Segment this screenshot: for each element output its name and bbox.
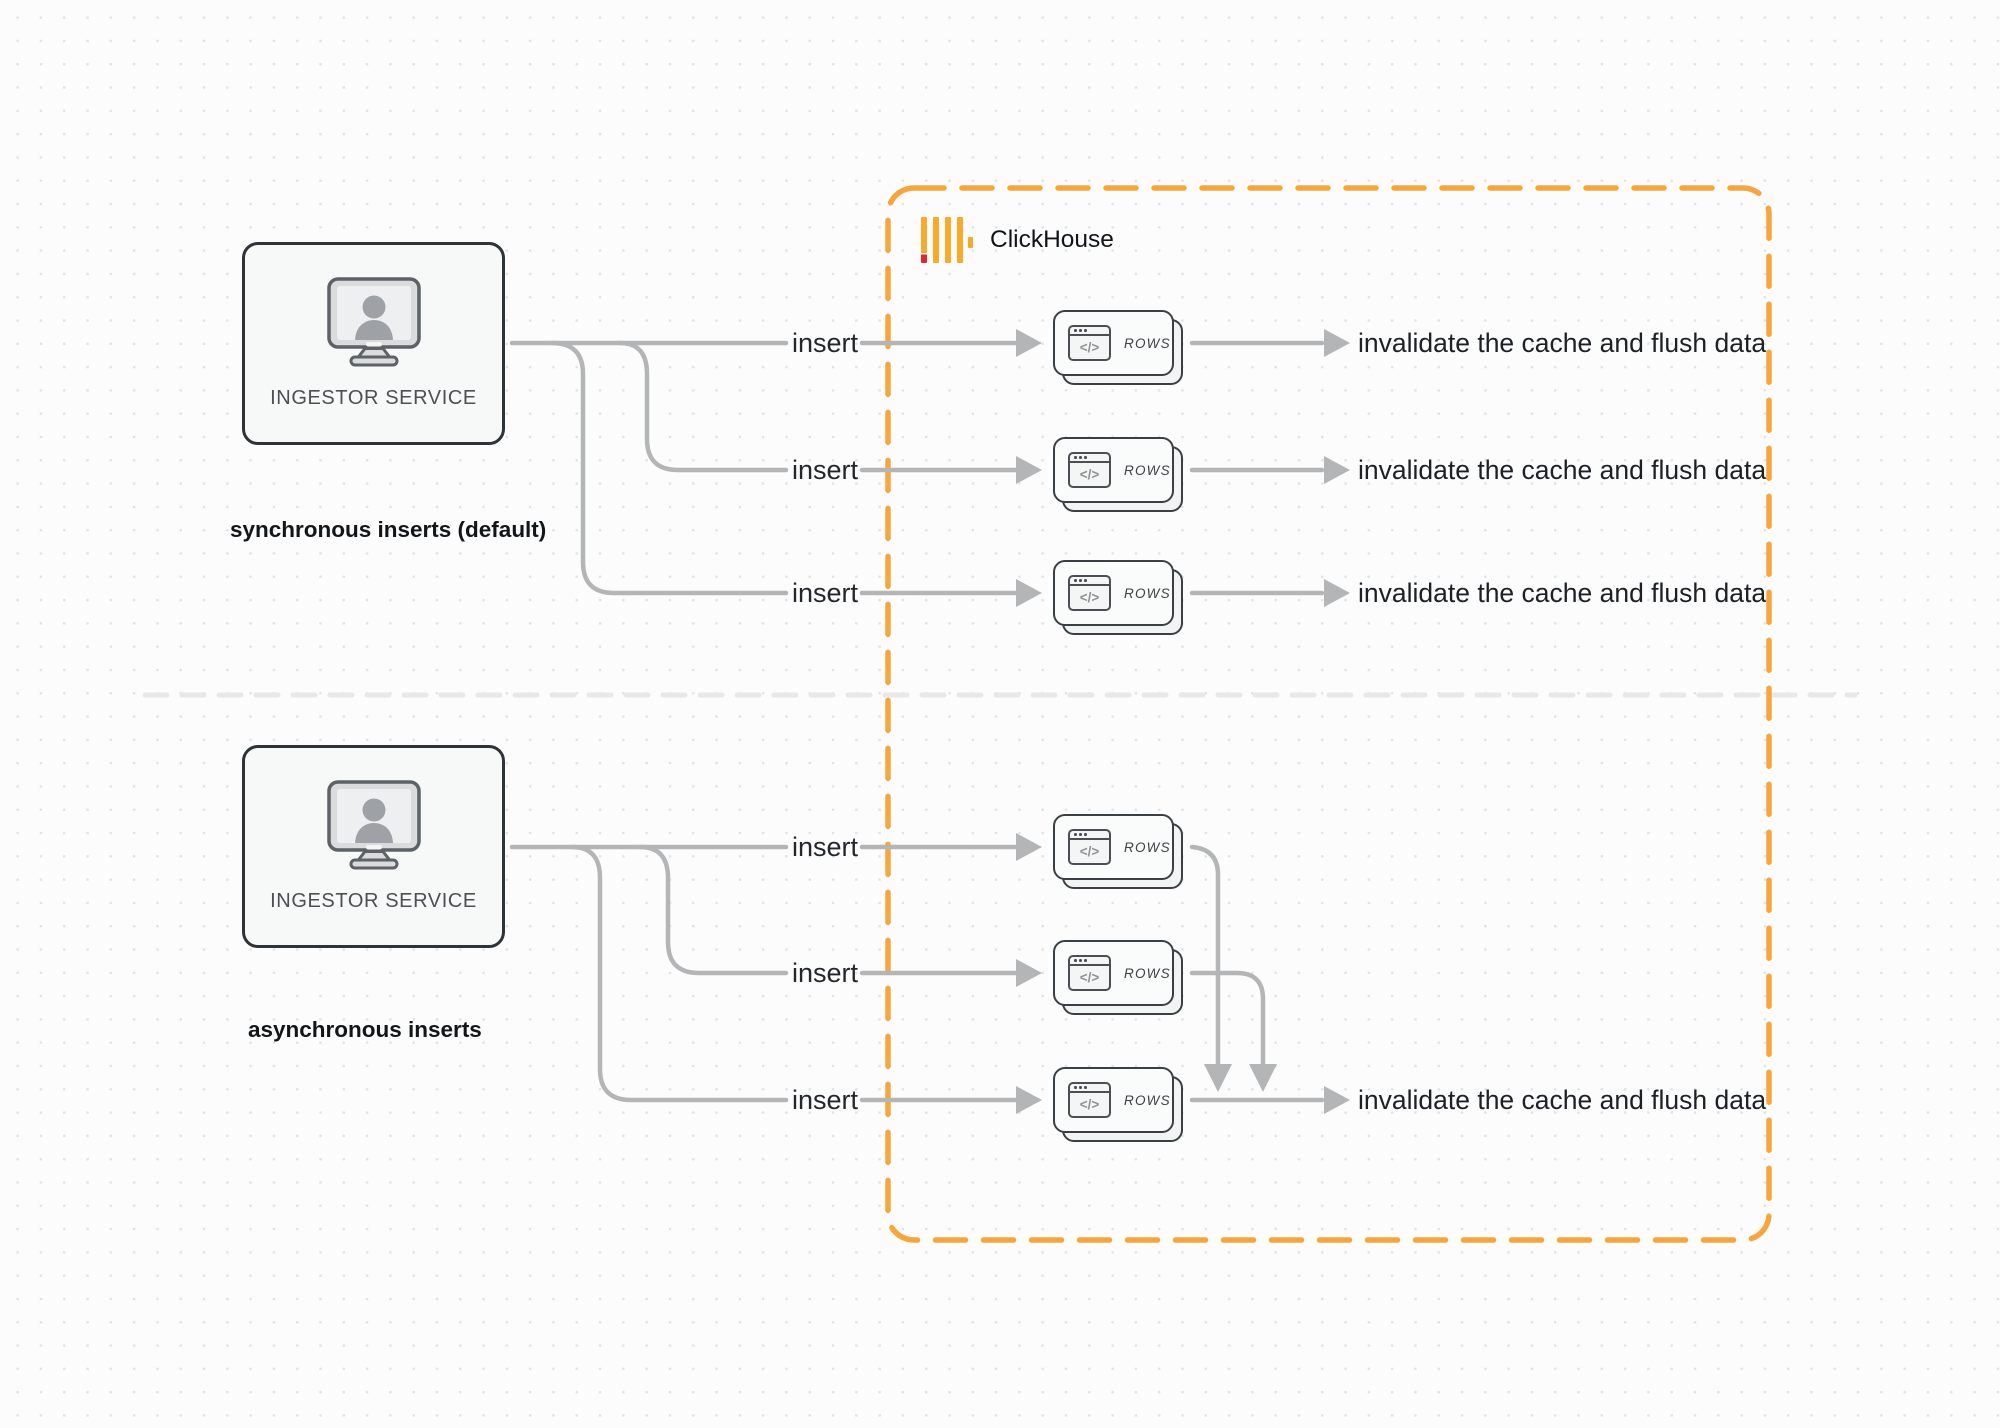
rows-card-label: ROWS	[1124, 839, 1171, 855]
code-glyph: </>	[1079, 970, 1100, 985]
insert-edge-label: insert	[791, 1085, 859, 1115]
arrowhead	[1016, 579, 1042, 607]
code-window-icon: </>	[1068, 829, 1111, 865]
connectors	[509, 340, 1325, 1103]
window-titlebar	[1070, 831, 1109, 840]
outcome-label: invalidate the cache and flush data	[1358, 1085, 1767, 1115]
clickhouse-boundary	[885, 185, 1772, 1243]
rows-card-stack: </> ROWS	[1053, 560, 1185, 638]
logo-bar	[933, 217, 939, 263]
window-titlebar	[1070, 1084, 1109, 1093]
rows-card-stack: </> ROWS	[1053, 940, 1185, 1018]
ingestor-service-node-async: INGESTOR SERVICE	[242, 745, 505, 948]
insert-edge-label: insert	[791, 328, 859, 358]
rows-card: </> ROWS	[1053, 437, 1174, 503]
outcome-label: invalidate the cache and flush data	[1358, 455, 1767, 485]
sync-branch-row3	[549, 340, 789, 596]
code-window-icon: </>	[1068, 955, 1111, 991]
arrowhead	[1016, 959, 1042, 987]
rows-card-stack: </> ROWS	[1053, 437, 1185, 515]
rows-card-stack: </> ROWS	[1053, 1067, 1185, 1145]
async-merge-line-1	[1189, 844, 1221, 1067]
rows-card-label: ROWS	[1124, 585, 1171, 601]
insert-edge-label: insert	[791, 832, 859, 862]
code-glyph: </>	[1079, 1097, 1100, 1112]
logo-bar-short	[967, 236, 973, 248]
async-section-caption: asynchronous inserts	[248, 1017, 482, 1042]
code-glyph: </>	[1079, 590, 1100, 605]
code-glyph: </>	[1079, 844, 1100, 859]
arrowhead	[1324, 1086, 1350, 1114]
async-merge-line-2	[1189, 970, 1266, 1067]
logo-bar	[921, 217, 927, 263]
arrowhead-down	[1204, 1064, 1232, 1092]
window-titlebar	[1070, 577, 1109, 586]
clickhouse-logo-icon	[921, 217, 973, 263]
rows-card: </> ROWS	[1053, 814, 1174, 880]
ingestor-service-node-sync: INGESTOR SERVICE	[242, 242, 505, 445]
rows-card-stack: </> ROWS	[1053, 814, 1185, 892]
sync-section-caption: synchronous inserts (default)	[230, 517, 547, 542]
window-titlebar	[1070, 957, 1109, 966]
monitor-user-icon	[326, 276, 422, 373]
rows-card-stack: </> ROWS	[1053, 310, 1185, 388]
code-window-icon: </>	[1068, 452, 1111, 488]
insert-edge-label: insert	[791, 578, 859, 608]
rows-card-label: ROWS	[1124, 335, 1171, 351]
sync-branch-row2	[617, 340, 789, 473]
rows-card-label: ROWS	[1124, 1092, 1171, 1108]
insert-edge-label: insert	[791, 958, 859, 988]
rows-card: </> ROWS	[1053, 560, 1174, 626]
outcome-label: invalidate the cache and flush data	[1358, 328, 1767, 358]
arrowhead	[1324, 329, 1350, 357]
arrowhead	[1016, 456, 1042, 484]
clickhouse-logo: ClickHouse	[921, 217, 1114, 263]
rows-card: </> ROWS	[1053, 310, 1174, 376]
code-glyph: </>	[1079, 340, 1100, 355]
window-titlebar	[1070, 454, 1109, 463]
window-titlebar	[1070, 327, 1109, 336]
async-branch-row2	[637, 844, 789, 976]
rows-card: </> ROWS	[1053, 1067, 1174, 1133]
arrowhead	[1324, 579, 1350, 607]
logo-bar	[945, 217, 951, 263]
rows-card: </> ROWS	[1053, 940, 1174, 1006]
rows-card-label: ROWS	[1124, 965, 1171, 981]
code-glyph: </>	[1079, 467, 1100, 482]
ingestor-service-label: INGESTOR SERVICE	[270, 387, 477, 409]
arrowhead	[1016, 1086, 1042, 1114]
code-window-icon: </>	[1068, 1082, 1111, 1118]
logo-bar	[957, 217, 963, 263]
arrowhead-down	[1249, 1064, 1277, 1092]
insert-edge-label: insert	[791, 455, 859, 485]
ingestor-service-label: INGESTOR SERVICE	[270, 890, 477, 912]
arrowhead	[1016, 329, 1042, 357]
arrowhead	[1324, 456, 1350, 484]
outcome-label: invalidate the cache and flush data	[1358, 578, 1767, 608]
arrowhead	[1016, 833, 1042, 861]
arrowheads	[1016, 329, 1350, 1114]
code-window-icon: </>	[1068, 575, 1111, 611]
monitor-user-icon	[326, 779, 422, 876]
clickhouse-label: ClickHouse	[990, 226, 1114, 253]
code-window-icon: </>	[1068, 325, 1111, 361]
async-branch-row3	[569, 844, 789, 1103]
rows-card-label: ROWS	[1124, 462, 1171, 478]
